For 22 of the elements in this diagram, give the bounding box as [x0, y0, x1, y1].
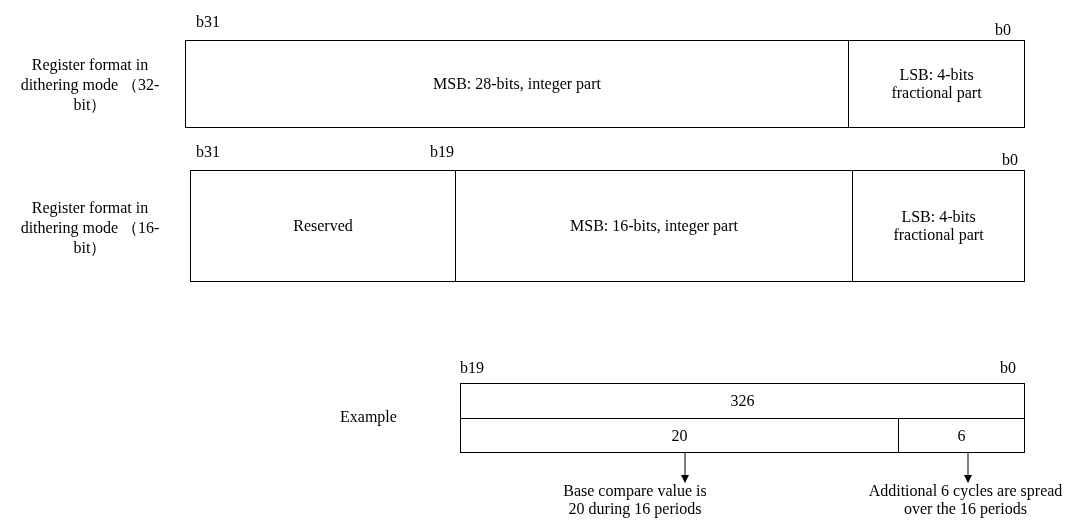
arrow: [681, 452, 689, 483]
register-field: Reserved: [190, 170, 456, 282]
register-value-cell: 6: [898, 418, 1025, 453]
row-label: Example: [340, 407, 398, 427]
register-value-cell: 20: [460, 418, 899, 453]
arrow: [964, 452, 972, 483]
register-field: LSB: 4-bits fractional part: [852, 170, 1025, 282]
register-field: MSB: 16-bits, integer part: [455, 170, 853, 282]
register-field: MSB: 28-bits, integer part: [185, 40, 849, 128]
bit-label: b0: [995, 20, 1012, 40]
annotation-text: Additional 6 cycles are spread over the 16 periods: [858, 482, 1073, 518]
register-value-cell: 326: [460, 383, 1025, 419]
bit-label: b19: [460, 358, 485, 378]
row-label: Register format in dithering mode （16-bit）: [19, 198, 161, 258]
bit-label: b31: [196, 142, 221, 162]
annotation-text: Base compare value is 20 during 16 periods: [560, 482, 710, 518]
bit-label: b19: [430, 142, 455, 162]
bit-label: b0: [1002, 150, 1019, 170]
bit-label: b0: [1000, 358, 1017, 378]
row-label: Register format in dithering mode （32-bit）: [19, 55, 161, 115]
register-field: LSB: 4-bits fractional part: [848, 40, 1025, 128]
bit-label: b31: [196, 12, 221, 32]
